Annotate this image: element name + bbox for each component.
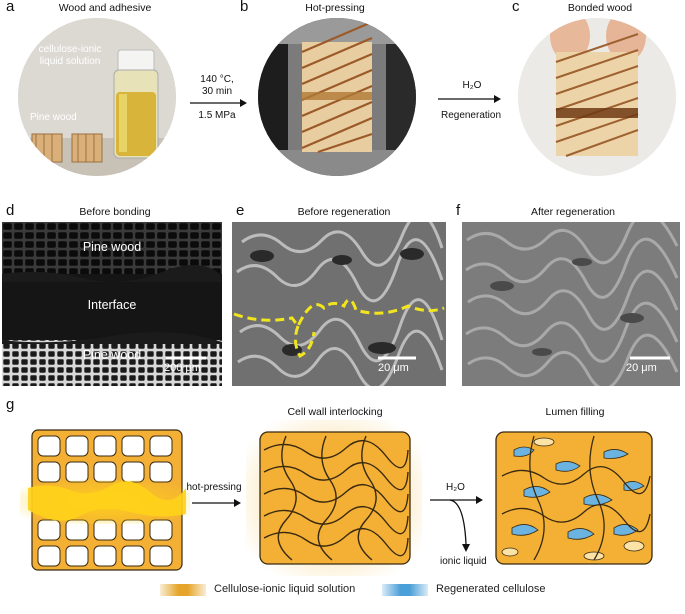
panel-a-title: Wood and adhesive bbox=[58, 2, 152, 14]
hot-pressing-illustration bbox=[258, 18, 416, 176]
panel-g-title-right: Lumen filling bbox=[545, 406, 605, 418]
panel-letter-d: d bbox=[6, 202, 15, 219]
legend-label-regenerated: Regenerated cellulose bbox=[436, 583, 546, 595]
scale-label-f: 20 μm bbox=[626, 362, 657, 374]
legend-swatch-regenerated bbox=[382, 584, 428, 596]
sem-before-regeneration bbox=[232, 222, 446, 386]
panel-g-title-mid: Cell wall interlocking bbox=[287, 406, 383, 418]
photo-hot-pressing bbox=[258, 18, 416, 176]
panel-f-title: After regeneration bbox=[530, 206, 616, 218]
wood-adhesive-illustration bbox=[18, 18, 176, 176]
panel-letter-c: c bbox=[512, 0, 520, 15]
arrow1-line3: 1.5 MPa bbox=[198, 110, 236, 121]
scale-label-e: 20 μm bbox=[378, 362, 409, 374]
panel-letter-f: f bbox=[456, 202, 461, 219]
sem-before-bonding-image bbox=[2, 222, 222, 386]
label-cellulose-solution: cellulose-ionic liquid solution bbox=[38, 44, 102, 67]
legend-swatch-adhesive bbox=[160, 584, 206, 596]
panel-d-title: Before bonding bbox=[79, 206, 151, 218]
panel-letter-g: g bbox=[6, 396, 15, 413]
scale-label-d: 200 μm bbox=[164, 362, 201, 374]
legend-label-adhesive: Cellulose-ionic liquid solution bbox=[214, 583, 356, 595]
panel-e-title: Before regeneration bbox=[297, 206, 391, 218]
arrow2-regeneration: Regeneration bbox=[440, 110, 502, 121]
label-pine-wood-top: Pine wood bbox=[82, 240, 142, 254]
process-arrow-2 bbox=[438, 95, 501, 103]
bonded-wood-illustration bbox=[518, 18, 676, 176]
panel-letter-a: a bbox=[6, 0, 15, 15]
sem-before-regeneration-image bbox=[232, 222, 446, 386]
schematic-lumen-filling bbox=[495, 431, 653, 565]
schematic-cell-wall-interlocking bbox=[246, 420, 422, 576]
arrow-hot-pressing bbox=[192, 499, 241, 507]
photo-wood-and-adhesive bbox=[18, 18, 176, 176]
photo-bonded-wood bbox=[518, 18, 676, 176]
panel-b-title: Hot-pressing bbox=[305, 2, 365, 14]
sem-after-regeneration-image bbox=[462, 222, 680, 386]
arrow-h2o-branch bbox=[430, 496, 483, 552]
g-h2o-label: H₂O bbox=[446, 482, 465, 493]
panel-c-title: Bonded wood bbox=[567, 2, 633, 14]
arrow1-line2: 30 min bbox=[201, 86, 232, 97]
schematic-wood-cells bbox=[20, 429, 190, 571]
label-pine-wood-bottom: Pine wood bbox=[82, 348, 142, 362]
panel-letter-b: b bbox=[240, 0, 249, 15]
process-arrow-1 bbox=[190, 99, 247, 107]
label-interface: Interface bbox=[87, 298, 137, 312]
sem-before-bonding bbox=[2, 222, 222, 386]
panel-letter-e: e bbox=[236, 202, 245, 219]
arrow2-h2o: H₂O bbox=[462, 80, 482, 91]
label-pine-wood-a: Pine wood bbox=[30, 112, 77, 123]
arrow1-line1: 140 °C, bbox=[200, 74, 234, 85]
g-ionic-liquid-label: ionic liquid bbox=[440, 556, 487, 567]
arrow-hot-pressing-label: hot-pressing bbox=[186, 482, 242, 493]
sem-after-regeneration bbox=[462, 222, 680, 386]
